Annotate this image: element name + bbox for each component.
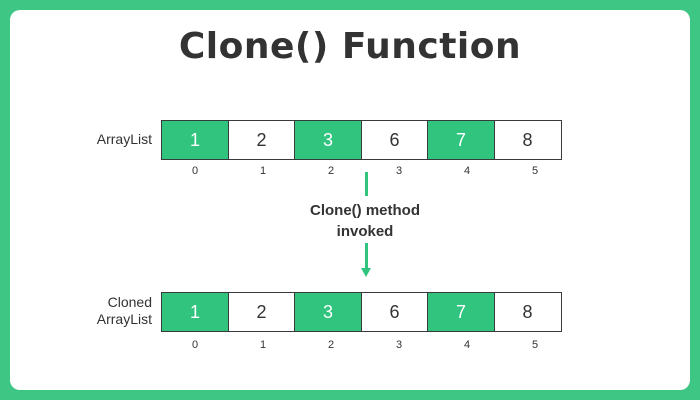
original-index-4: 4 bbox=[463, 165, 471, 177]
cloned-index-0: 0 bbox=[191, 339, 199, 351]
cloned-index-1: 1 bbox=[259, 339, 267, 351]
arrow-lower-line bbox=[365, 243, 368, 268]
original-index-2: 2 bbox=[327, 165, 335, 177]
original-cell-0: 1 bbox=[161, 120, 229, 160]
original-array-label-text: ArrayList bbox=[96, 131, 152, 147]
cloned-cell-1: 2 bbox=[227, 292, 296, 332]
cloned-index-4: 4 bbox=[463, 339, 471, 351]
cloned-indices: 0 1 2 3 4 5 bbox=[161, 339, 569, 351]
cloned-cell-2: 3 bbox=[294, 292, 362, 332]
original-array: 1 2 3 6 7 8 bbox=[161, 120, 569, 160]
method-label-line2: invoked bbox=[336, 223, 394, 240]
cloned-array-label-line2: ArrayList bbox=[96, 311, 152, 327]
cloned-index-3: 3 bbox=[395, 339, 403, 351]
arrow-down-icon bbox=[361, 268, 371, 277]
arrow-upper-line bbox=[365, 172, 368, 196]
original-cell-2: 3 bbox=[294, 120, 362, 160]
method-label: Clone() method invoked bbox=[250, 200, 480, 242]
original-index-5: 5 bbox=[531, 165, 539, 177]
cloned-cell-4: 7 bbox=[427, 292, 495, 332]
original-index-0: 0 bbox=[191, 165, 199, 177]
cloned-cell-3: 6 bbox=[360, 292, 429, 332]
original-index-1: 1 bbox=[259, 165, 267, 177]
cloned-array-label: Cloned ArrayList bbox=[60, 294, 152, 328]
method-label-line1: Clone() method bbox=[310, 202, 420, 219]
cloned-index-5: 5 bbox=[531, 339, 539, 351]
original-cell-1: 2 bbox=[227, 120, 296, 160]
diagram-title: Clone() Function bbox=[178, 26, 522, 67]
cloned-cell-0: 1 bbox=[161, 292, 229, 332]
original-index-3: 3 bbox=[395, 165, 403, 177]
original-indices: 0 1 2 3 4 5 bbox=[161, 165, 569, 177]
cloned-cell-5: 8 bbox=[493, 292, 562, 332]
original-cell-5: 8 bbox=[493, 120, 562, 160]
original-array-label: ArrayList bbox=[60, 131, 152, 148]
cloned-index-2: 2 bbox=[327, 339, 335, 351]
original-cell-3: 6 bbox=[360, 120, 429, 160]
cloned-array-label-line1: Cloned bbox=[107, 294, 152, 310]
original-cell-4: 7 bbox=[427, 120, 495, 160]
cloned-array: 1 2 3 6 7 8 bbox=[161, 292, 569, 332]
